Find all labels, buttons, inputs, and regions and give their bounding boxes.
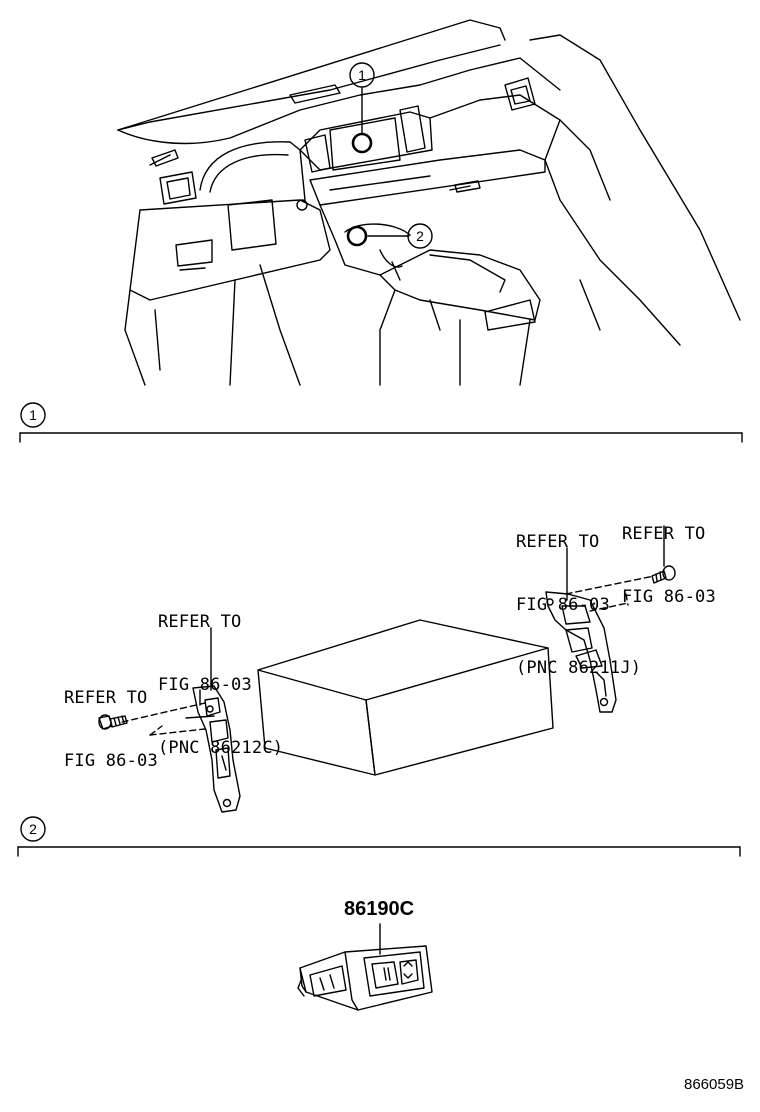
figure-code: 866059B xyxy=(684,1076,745,1093)
right-bracket-reference: REFER TO FIG 86-03 (PNC 86211J) xyxy=(516,490,641,700)
right-bolt xyxy=(651,565,676,584)
reference-line: FIG 86-03 xyxy=(516,595,610,615)
left-mounting-lines xyxy=(121,702,206,736)
right-mounting-lines xyxy=(565,575,655,612)
left-bracket-reference: REFER TO FIG 86-03 (PNC 86212C) xyxy=(158,570,283,780)
section-1-frame xyxy=(19,402,743,443)
part-number-label: 86190C xyxy=(344,898,415,920)
section-1-number: 1 xyxy=(29,407,37,423)
callout-1-number: 1 xyxy=(358,67,366,83)
right-bolt-reference: REFER TO FIG 86-03 xyxy=(622,482,716,629)
switch-part xyxy=(297,945,433,1011)
left-bolt xyxy=(98,714,128,730)
reference-line: (PNC 86212C) xyxy=(158,738,284,758)
section-2-number: 2 xyxy=(29,821,37,837)
dashboard-overview-illustration xyxy=(117,19,741,386)
section-2-frame xyxy=(17,816,741,857)
callout-leaders xyxy=(349,62,433,249)
callout-1-circle xyxy=(349,62,375,88)
reference-line: (PNC 86211J) xyxy=(516,658,642,678)
callout-2-number: 2 xyxy=(416,228,424,244)
reference-line: REFER TO xyxy=(622,524,706,544)
reference-line: FIG 86-03 xyxy=(158,675,252,695)
reference-line: REFER TO xyxy=(64,688,148,708)
callout-2-circle xyxy=(407,223,433,249)
left-bracket xyxy=(185,685,241,813)
reference-line: FIG 86-03 xyxy=(64,751,158,771)
reference-line: FIG 86-03 xyxy=(622,587,716,607)
display-unit-box xyxy=(257,619,554,776)
reference-line: REFER TO xyxy=(516,532,600,552)
left-bolt-reference: REFER TO FIG 86-03 xyxy=(64,646,158,793)
reference-line: REFER TO xyxy=(158,612,242,632)
